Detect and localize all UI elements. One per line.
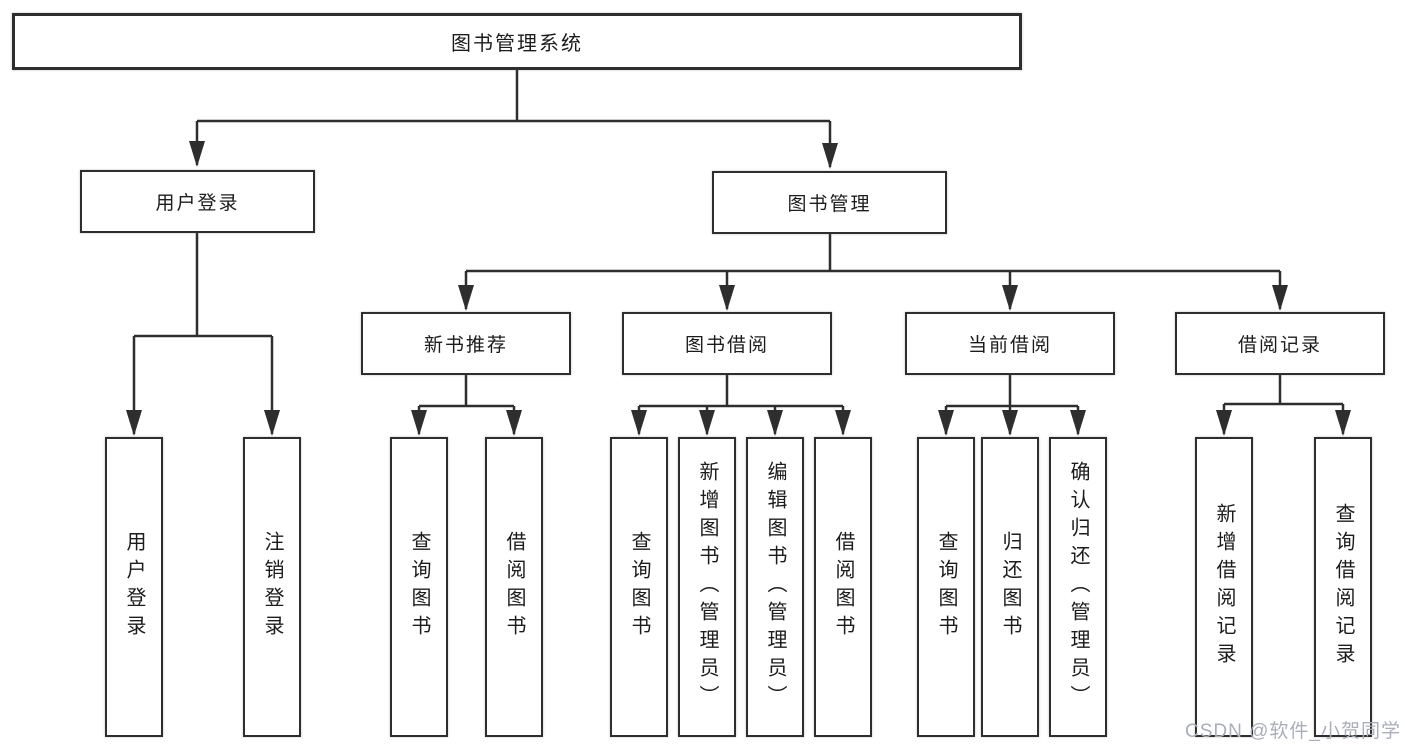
node-new-book-recommend: 新书推荐 [361,312,571,375]
leaf-add-books-admin: 新增图书（管理员） [678,437,736,737]
leaf-query-books-borrow: 查询图书 [610,437,668,737]
leaf-query-books-current: 查询图书 [917,437,975,737]
leaf-user-login: 用户登录 [105,437,163,737]
leaf-query-borrow-record: 查询借阅记录 [1314,437,1372,737]
node-book-management-system: 图书管理系统 [12,13,1022,70]
leaf-query-books-recommend: 查询图书 [390,437,448,737]
node-book-management: 图书管理 [712,171,947,234]
leaf-add-borrow-record: 新增借阅记录 [1195,437,1253,737]
leaf-edit-books-admin: 编辑图书（管理员） [746,437,804,737]
node-current-borrow: 当前借阅 [905,312,1115,375]
watermark-text: CSDN @软件_小贺同学 [1185,721,1401,742]
leaf-borrow-books: 借阅图书 [814,437,872,737]
node-user-login: 用户登录 [80,170,315,233]
leaf-confirm-return-admin: 确认归还（管理员） [1049,437,1107,737]
node-book-borrow: 图书借阅 [622,312,832,375]
leaf-logout: 注销登录 [243,437,301,737]
node-borrow-records: 借阅记录 [1175,312,1385,375]
leaf-return-books: 归还图书 [981,437,1039,737]
leaf-borrow-books-recommend: 借阅图书 [485,437,543,737]
